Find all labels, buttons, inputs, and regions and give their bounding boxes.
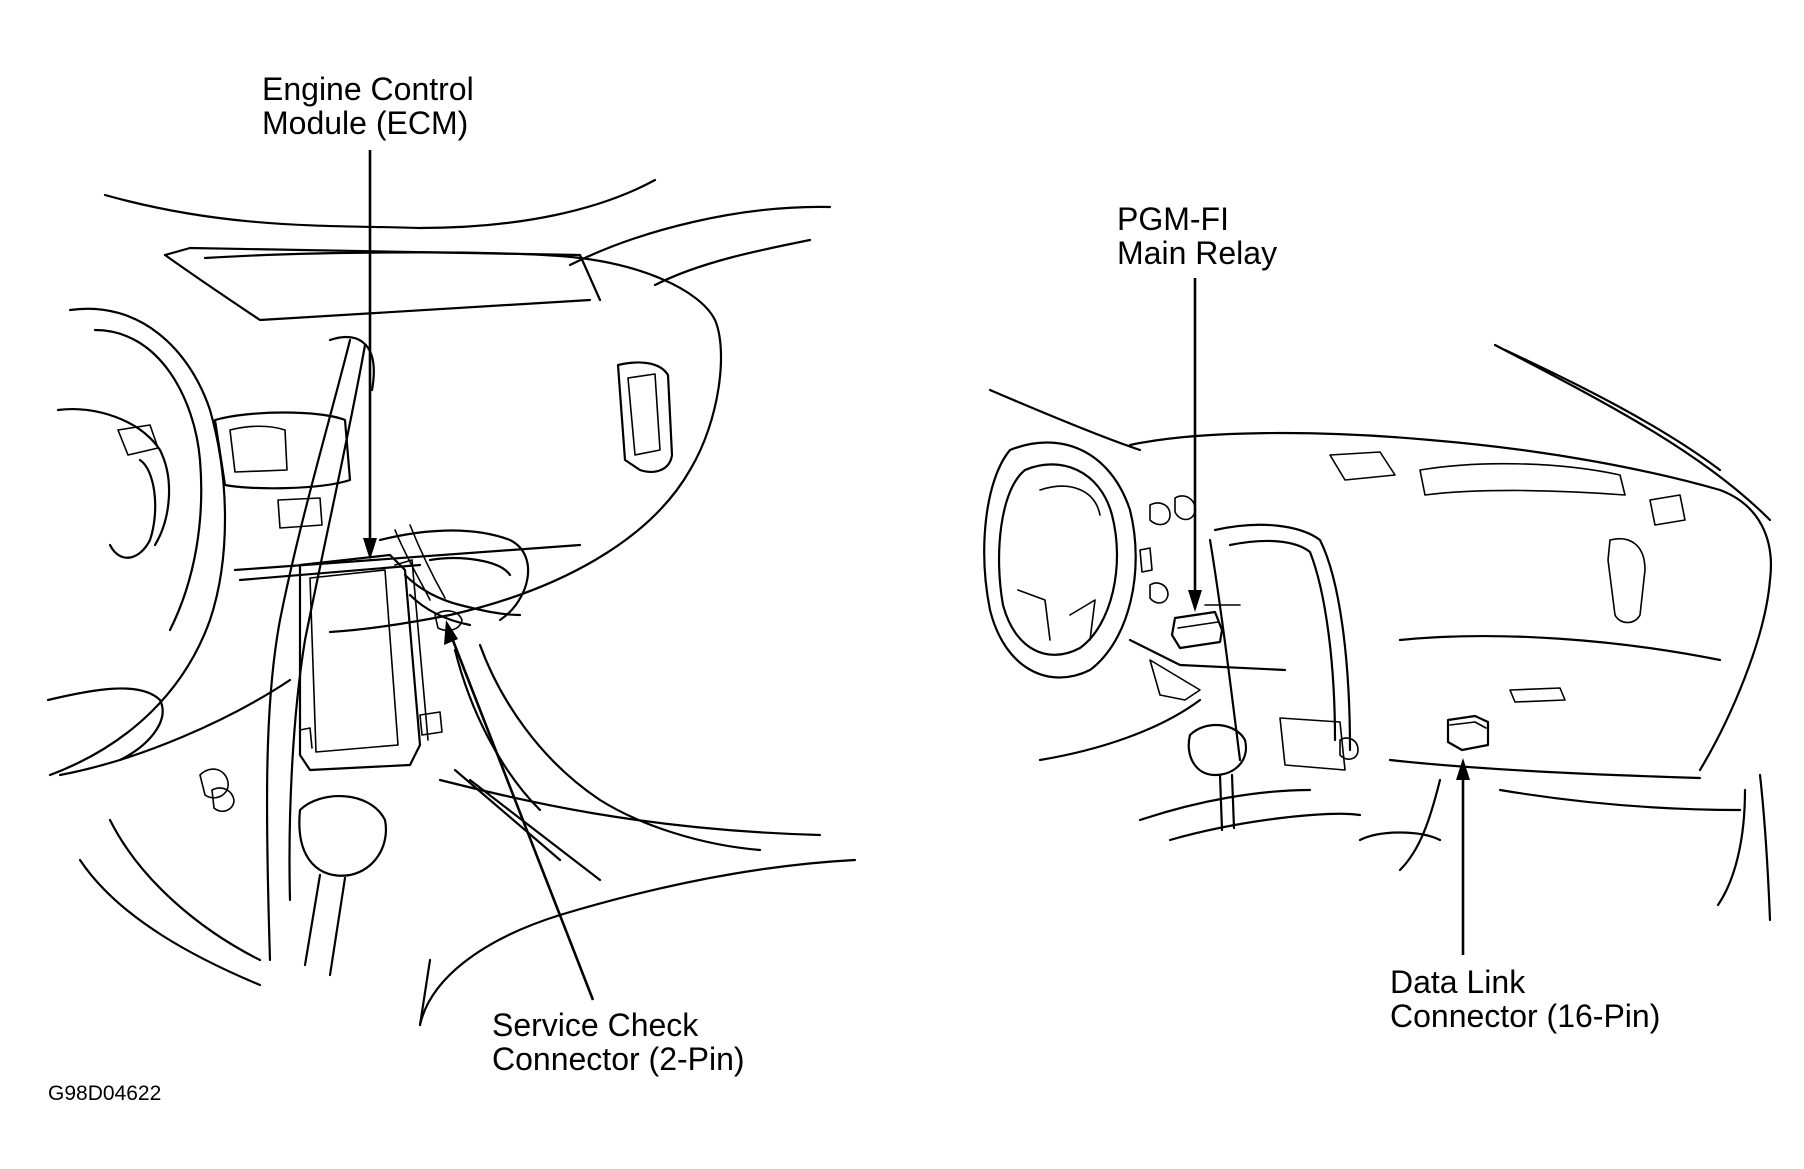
service-check-label-line-1: Service Check — [492, 1007, 699, 1043]
right-dashboard-view — [983, 343, 1772, 922]
right-dash-outline — [1128, 431, 1772, 772]
left-dash-outline — [203, 251, 723, 634]
left-instrument-cluster — [213, 411, 352, 490]
data-link-connector — [1446, 714, 1490, 752]
right-center-stack — [1213, 523, 1352, 752]
left-windshield-edge — [568, 205, 832, 267]
pgm-fi-label-line-1: PGM-FI — [1117, 201, 1229, 237]
ecm-arrow — [363, 538, 377, 560]
data-link-label: Data Link Connector (16-Pin) — [1390, 965, 1660, 1033]
left-center-console — [478, 643, 762, 852]
right-top-vent — [1329, 451, 1396, 481]
data-link-label-line-2: Connector (16-Pin) — [1390, 998, 1661, 1034]
left-dashboard-view — [46, 178, 857, 1027]
right-gear-shift-knob — [1187, 723, 1248, 777]
left-steering-wheel-rim — [48, 307, 227, 777]
data-link-arrow — [1456, 758, 1470, 780]
left-dash-top-edge — [163, 246, 602, 302]
service-check-leader-line — [450, 637, 595, 1001]
left-gear-shift-knob — [298, 794, 388, 877]
service-check-connector — [434, 610, 463, 632]
data-link-label-line-1: Data Link — [1390, 964, 1526, 1000]
ecm-label: Engine Control Module (ECM) — [262, 72, 474, 140]
leader-lines — [363, 150, 1470, 1001]
left-windshield-inner — [653, 238, 812, 287]
pgm-fi-arrow — [1188, 590, 1202, 612]
service-check-label: Service Check Connector (2-Pin) — [492, 1008, 745, 1076]
right-glove-box — [1398, 634, 1722, 662]
service-check-arrow — [444, 620, 458, 645]
left-steering-column — [265, 338, 352, 962]
left-seat-outline — [418, 858, 857, 1027]
service-check-label-line-2: Connector (2-Pin) — [492, 1041, 745, 1077]
left-windshield-line — [103, 178, 657, 230]
pgm-fi-label: PGM-FI Main Relay — [1117, 202, 1277, 270]
pgm-fi-label-line-2: Main Relay — [1117, 235, 1278, 271]
pgm-fi-main-relay — [1170, 610, 1224, 650]
right-steering-wheel — [983, 441, 1137, 679]
figure-code: G98D04622 — [48, 1082, 162, 1105]
left-dash-top-panel — [163, 253, 592, 322]
ecm-box — [298, 553, 422, 772]
ecm-label-line-1: Engine Control — [262, 71, 474, 107]
ecm-label-line-2: Module (ECM) — [262, 105, 469, 141]
left-right-vent — [616, 361, 674, 473]
